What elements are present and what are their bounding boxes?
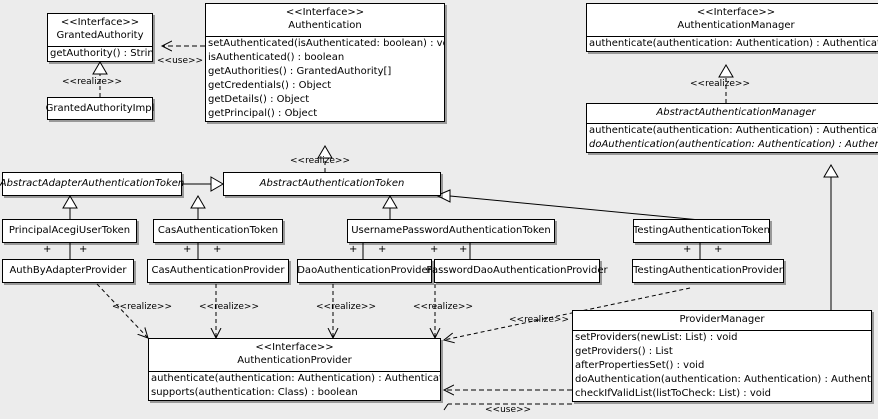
multiplicity-testing-right: + xyxy=(714,244,723,255)
stereotype-label: <<Interface>> xyxy=(696,7,776,18)
class-header: ProviderManager xyxy=(573,311,871,331)
class-testing-authentication-provider[interactable]: TestingAuthenticationProvider xyxy=(632,259,784,283)
edge-label-use-provider-manager: <<use>> xyxy=(485,405,532,415)
class-testing-authentication-token[interactable]: TestingAuthenticationToken xyxy=(633,219,770,243)
class-principal-acegi-user-token[interactable]: PrincipalAcegiUserToken xyxy=(2,219,137,243)
class-header: <<Interface>> GrantedAuthority xyxy=(48,14,152,47)
methods-compartment: setAuthenticated(isAuthenticated: boolea… xyxy=(206,37,444,121)
class-authentication-provider[interactable]: <<Interface>> AuthenticationProvider aut… xyxy=(148,338,441,401)
class-name: AuthenticationProvider xyxy=(237,355,352,366)
class-name: AbstractAuthenticationToken xyxy=(259,178,405,189)
methods-compartment: authenticate(authentication: Authenticat… xyxy=(587,124,878,152)
method-is-authenticated: isAuthenticated() : boolean xyxy=(208,52,345,63)
method-supports: supports(authentication: Class) : boolea… xyxy=(151,387,358,398)
class-header: <<Interface>> AuthenticationManager xyxy=(587,4,878,37)
class-name: DaoAuthenticationProvider xyxy=(297,265,432,276)
method-set-authenticated: setAuthenticated(isAuthenticated: boolea… xyxy=(208,38,444,49)
method-get-providers: getProviders() : List xyxy=(575,346,673,357)
class-provider-manager[interactable]: ProviderManager setProviders(newList: Li… xyxy=(572,310,872,402)
class-cas-authentication-provider[interactable]: CasAuthenticationProvider xyxy=(147,259,289,283)
class-name: AbstractAdapterAuthenticationToken xyxy=(0,178,185,189)
class-name: AuthByAdapterProvider xyxy=(9,265,127,276)
edge-label-use-authentication-granted-authority: <<use>> xyxy=(157,56,204,66)
class-authentication[interactable]: <<Interface>> Authentication setAuthenti… xyxy=(205,3,445,122)
class-name: CasAuthenticationProvider xyxy=(151,265,285,276)
class-abstract-authentication-manager[interactable]: AbstractAuthenticationManager authentica… xyxy=(586,103,878,153)
class-header: <<Interface>> Authentication xyxy=(206,4,444,37)
multiplicity-cas-right: + xyxy=(213,244,222,255)
class-abstract-authentication-token[interactable]: AbstractAuthenticationToken xyxy=(223,172,441,196)
edge-label-realize-password-dao-authentication-provider: <<realize>> xyxy=(413,302,473,312)
class-header: AbstractAuthenticationManager xyxy=(587,104,878,124)
class-name: AuthenticationManager xyxy=(677,20,795,31)
method-get-authorities: getAuthorities() : GrantedAuthority[] xyxy=(208,66,392,77)
multiplicity-principal-right: + xyxy=(79,244,88,255)
method-do-authentication: doAuthentication(authentication: Authent… xyxy=(575,374,871,385)
methods-compartment: authenticate(authentication: Authenticat… xyxy=(587,37,878,51)
class-header: <<Interface>> AuthenticationProvider xyxy=(149,339,440,372)
class-name: AbstractAuthenticationManager xyxy=(656,107,816,118)
multiplicity-cas-left: + xyxy=(183,244,192,255)
multiplicity-upat-mid-left: + xyxy=(378,244,387,255)
class-abstract-adapter-authentication-token[interactable]: AbstractAdapterAuthenticationToken xyxy=(0,172,184,196)
multiplicity-upat-right: + xyxy=(459,244,468,255)
method-authenticate: authenticate(authentication: Authenticat… xyxy=(151,373,440,384)
method-get-authority: getAuthority() : String xyxy=(50,48,152,59)
method-set-providers: setProviders(newList: List) : void xyxy=(575,332,738,343)
class-password-dao-authentication-provider[interactable]: PasswordDaoAuthenticationProvider xyxy=(426,259,608,283)
class-name: GrantedAuthority xyxy=(56,30,144,41)
edge-label-realize-granted-authority-impl: <<realize>> xyxy=(62,77,122,87)
multiplicity-upat-mid-right: + xyxy=(430,244,439,255)
class-granted-authority-impl[interactable]: GrantedAuthorityImpl xyxy=(46,97,154,120)
class-granted-authority[interactable]: <<Interface>> GrantedAuthority getAuthor… xyxy=(47,13,153,62)
methods-compartment: authenticate(authentication: Authenticat… xyxy=(149,372,440,400)
class-dao-authentication-provider[interactable]: DaoAuthenticationProvider xyxy=(297,259,432,283)
methods-compartment: setProviders(newList: List) : void getPr… xyxy=(573,331,871,401)
class-name: PrincipalAcegiUserToken xyxy=(8,225,131,236)
class-name: GrantedAuthorityImpl xyxy=(45,102,155,114)
stereotype-label: <<Interface>> xyxy=(60,17,140,28)
class-name: ProviderManager xyxy=(679,314,765,325)
class-name: PasswordDaoAuthenticationProvider xyxy=(426,265,608,276)
stereotype-label: <<Interface>> xyxy=(285,7,365,18)
class-name: UsernamePasswordAuthenticationToken xyxy=(351,225,551,236)
class-username-password-authentication-token[interactable]: UsernamePasswordAuthenticationToken xyxy=(347,219,555,243)
edge-label-realize-abstract-authentication-token: <<realize>> xyxy=(290,156,350,166)
method-do-authentication: doAuthentication(authentication: Authent… xyxy=(589,139,878,150)
stereotype-label: <<Interface>> xyxy=(255,342,334,353)
methods-compartment: getAuthority() : String xyxy=(48,47,152,61)
method-get-principal: getPrincipal() : Object xyxy=(208,108,318,119)
multiplicity-upat-left: + xyxy=(349,244,358,255)
class-authentication-manager[interactable]: <<Interface>> AuthenticationManager auth… xyxy=(586,3,878,52)
class-name: TestingAuthenticationProvider xyxy=(633,265,783,276)
method-after-properties-set: afterPropertiesSet() : void xyxy=(575,360,705,371)
method-authenticate: authenticate(authentication: Authenticat… xyxy=(589,125,878,136)
edge-label-realize-dao-authentication-provider: <<realize>> xyxy=(316,302,376,312)
class-name: Authentication xyxy=(288,20,362,31)
multiplicity-principal-left: + xyxy=(43,244,52,255)
class-name: TestingAuthenticationToken xyxy=(632,225,771,236)
class-name: CasAuthenticationToken xyxy=(157,225,279,236)
method-authenticate: authenticate(authentication: Authenticat… xyxy=(589,38,878,49)
edge-label-realize-auth-by-adapter-provider: <<realize>> xyxy=(112,302,172,312)
edge-label-realize-abstract-authentication-manager: <<realize>> xyxy=(690,79,750,89)
edge-label-realize-cas-authentication-provider: <<realize>> xyxy=(199,302,259,312)
method-check-if-valid-list: checkIfValidList(listToCheck: List) : vo… xyxy=(575,388,772,399)
edge-label-realize-testing-authentication-provider: <<realize>> xyxy=(509,315,569,325)
multiplicity-testing-left: + xyxy=(683,244,692,255)
method-get-credentials: getCredentials() : Object xyxy=(208,80,332,91)
method-get-details: getDetails() : Object xyxy=(208,94,310,105)
class-cas-authentication-token[interactable]: CasAuthenticationToken xyxy=(153,219,283,243)
class-auth-by-adapter-provider[interactable]: AuthByAdapterProvider xyxy=(2,259,134,283)
